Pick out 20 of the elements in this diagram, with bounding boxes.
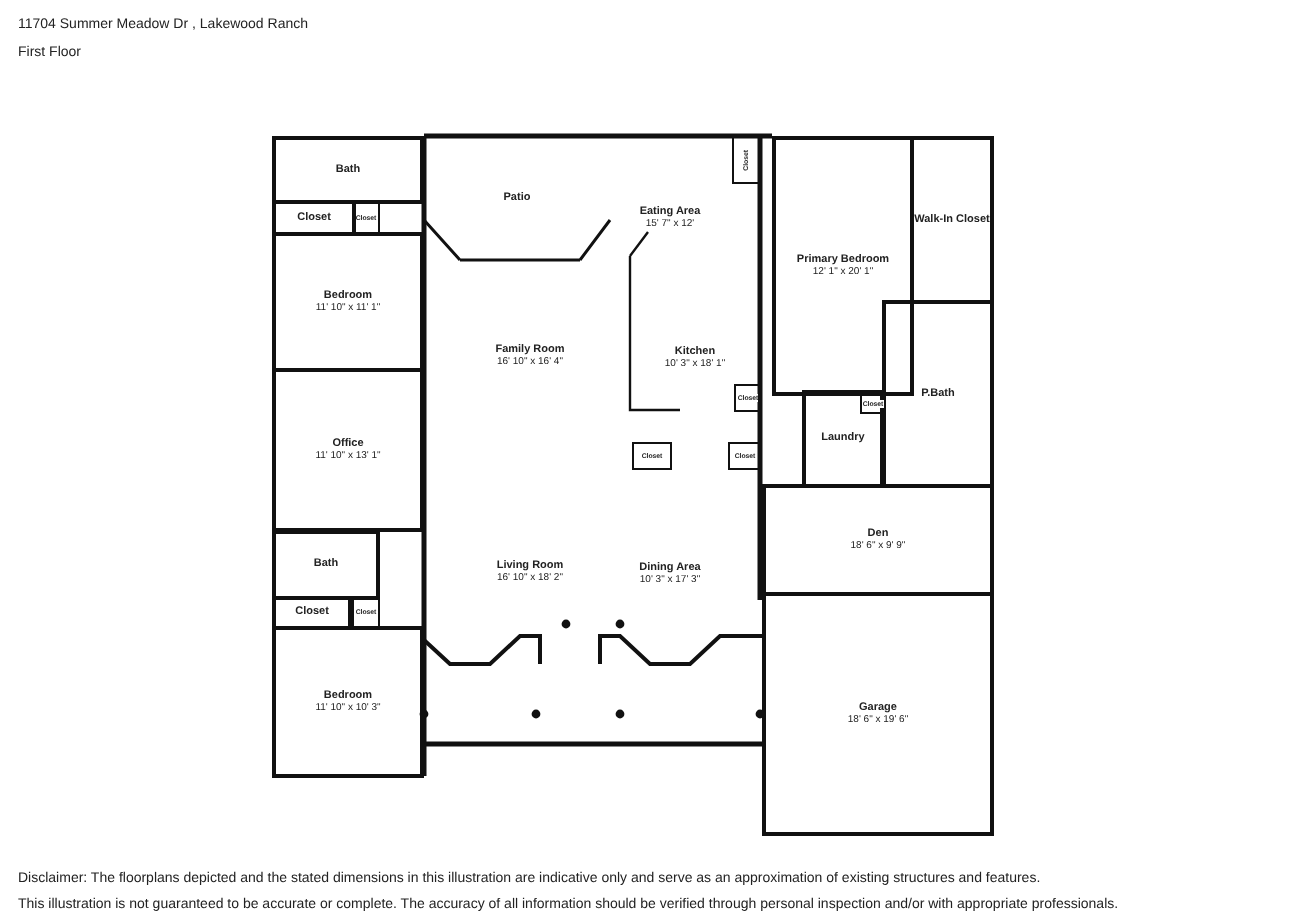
room-outline — [762, 592, 994, 836]
room-outline — [728, 442, 762, 470]
room-outline — [632, 442, 672, 470]
room-outline — [734, 384, 762, 412]
room-outline — [910, 136, 994, 304]
room-outline — [802, 390, 884, 488]
room-outline — [272, 136, 424, 204]
room-outline — [882, 300, 994, 488]
room-outline — [732, 136, 760, 184]
room-outline — [272, 200, 356, 236]
room-outline — [860, 394, 886, 414]
room-outline — [272, 368, 424, 532]
room-outline — [772, 136, 914, 396]
room-outline — [762, 484, 994, 596]
room-outline — [352, 596, 380, 630]
room-outline — [272, 596, 352, 630]
room-outline — [352, 200, 380, 236]
room-outline — [272, 232, 424, 372]
room-outline — [272, 530, 380, 600]
room-outline — [272, 626, 424, 778]
